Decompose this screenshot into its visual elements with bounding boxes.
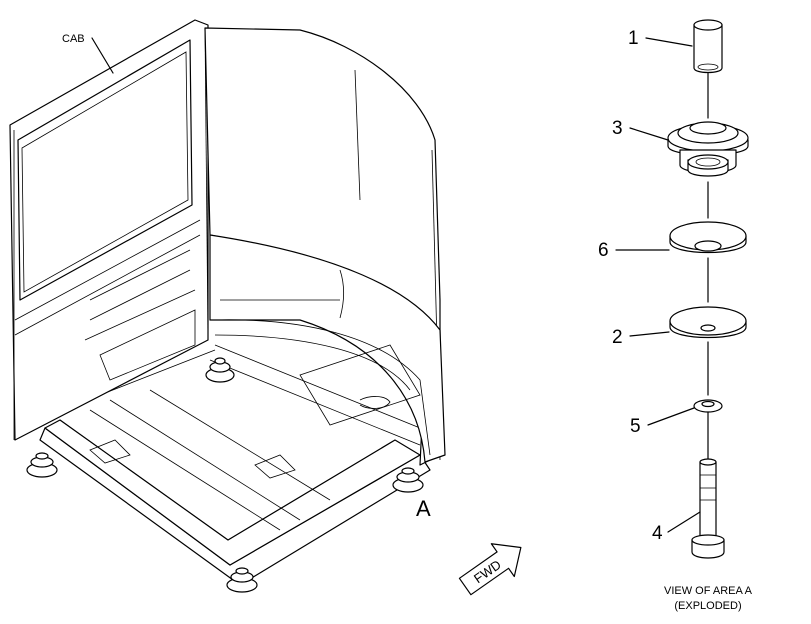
cab-leader (91, 37, 114, 74)
part-4-bolt (691, 458, 725, 559)
callout-5: 5 (630, 416, 641, 437)
callout-6: 6 (598, 240, 609, 261)
part-2-washer (669, 306, 747, 339)
callout-2: 2 (612, 327, 623, 348)
part-5-lock-washer (693, 399, 723, 413)
part-6-washer (669, 221, 747, 254)
callout-3: 3 (612, 118, 623, 139)
part-1-sleeve (693, 19, 723, 74)
area-a-label: A (416, 496, 431, 521)
callouts: 1 3 6 2 5 4 (598, 28, 701, 544)
cab-label: CAB (62, 33, 85, 45)
view-caption-line1: VIEW OF AREA A (664, 585, 753, 597)
view-caption-line2: (EXPLODED) (674, 600, 741, 612)
fwd-arrow-icon: FWD (458, 543, 522, 596)
cab-illustration (9, 19, 446, 593)
cab-mount-rear-right (392, 467, 424, 493)
callout-4: 4 (652, 523, 663, 544)
callout-1: 1 (628, 28, 639, 49)
exploded-view (667, 19, 749, 559)
cab-mount-front-center (226, 567, 258, 593)
cab-mount-rear-left (205, 357, 235, 383)
cab-mount-front-left (26, 452, 58, 478)
part-3-isolator (667, 121, 749, 177)
